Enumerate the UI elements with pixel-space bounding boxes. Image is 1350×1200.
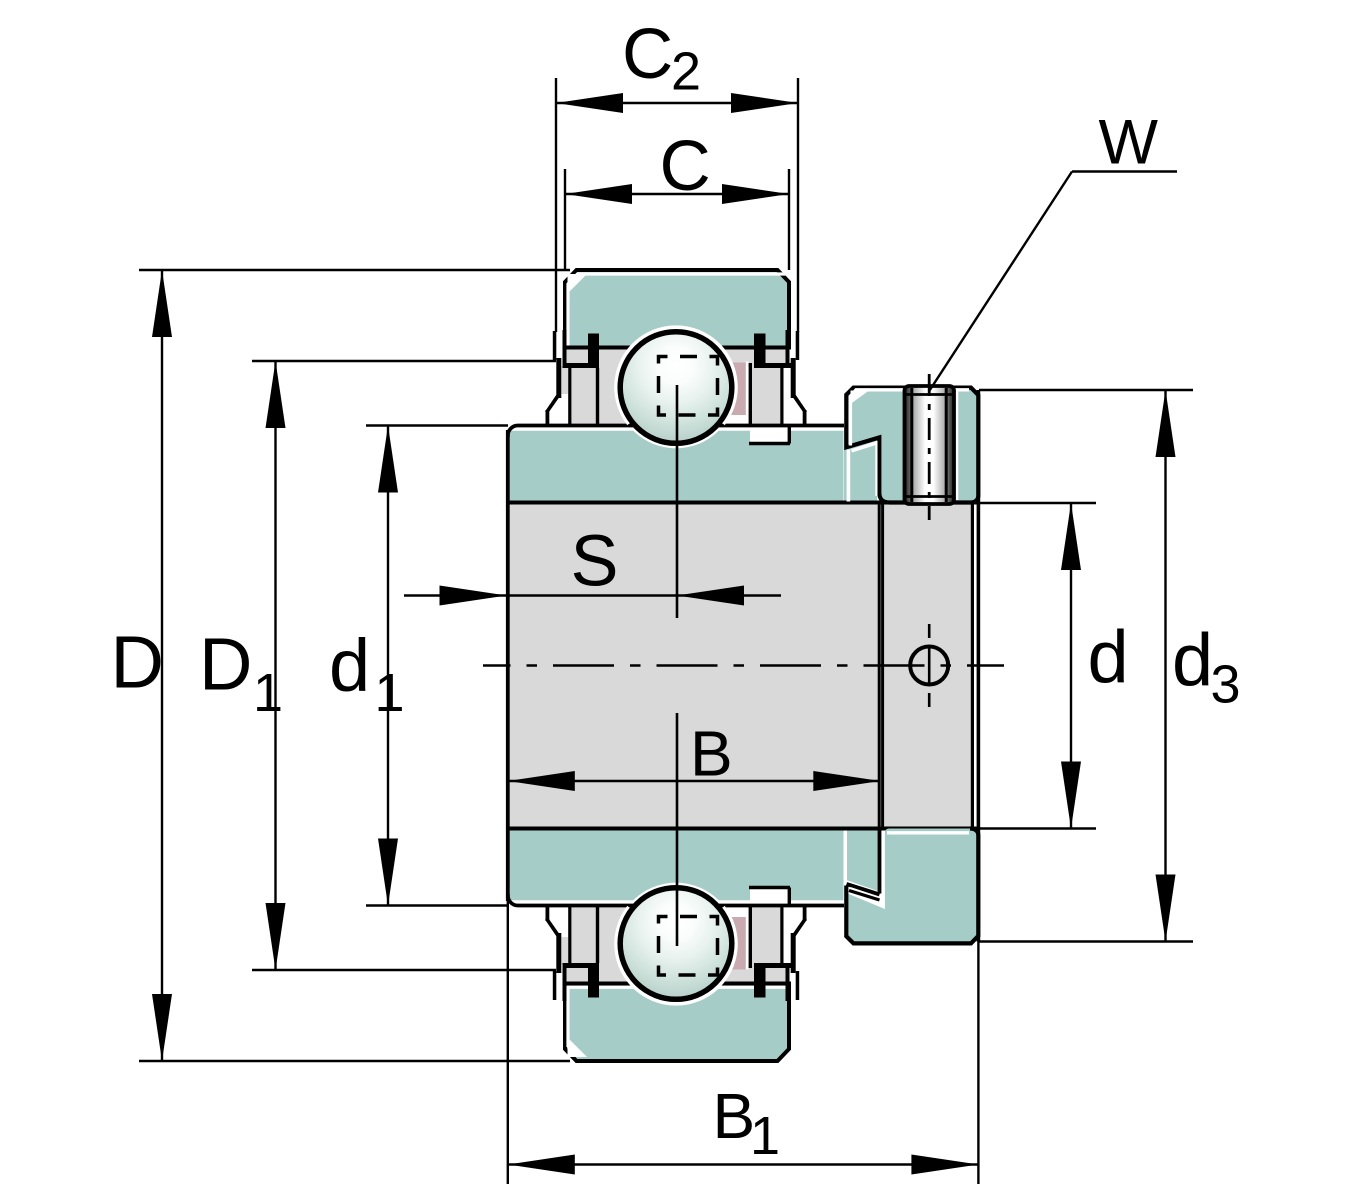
svg-text:D: D (111, 621, 164, 704)
svg-text:C: C (622, 15, 673, 94)
svg-text:2: 2 (671, 42, 701, 102)
svg-text:S: S (571, 522, 619, 602)
svg-text:d: d (329, 624, 370, 707)
svg-text:1: 1 (750, 1106, 780, 1166)
svg-text:C: C (660, 127, 711, 206)
svg-text:d: d (1088, 616, 1129, 699)
svg-text:B: B (690, 718, 733, 790)
svg-text:d: d (1172, 619, 1213, 702)
svg-text:1: 1 (253, 663, 283, 723)
svg-text:1: 1 (375, 663, 405, 723)
svg-text:B: B (713, 1080, 756, 1152)
svg-text:3: 3 (1211, 655, 1241, 715)
svg-text:D: D (199, 623, 252, 706)
svg-text:W: W (1099, 108, 1159, 178)
